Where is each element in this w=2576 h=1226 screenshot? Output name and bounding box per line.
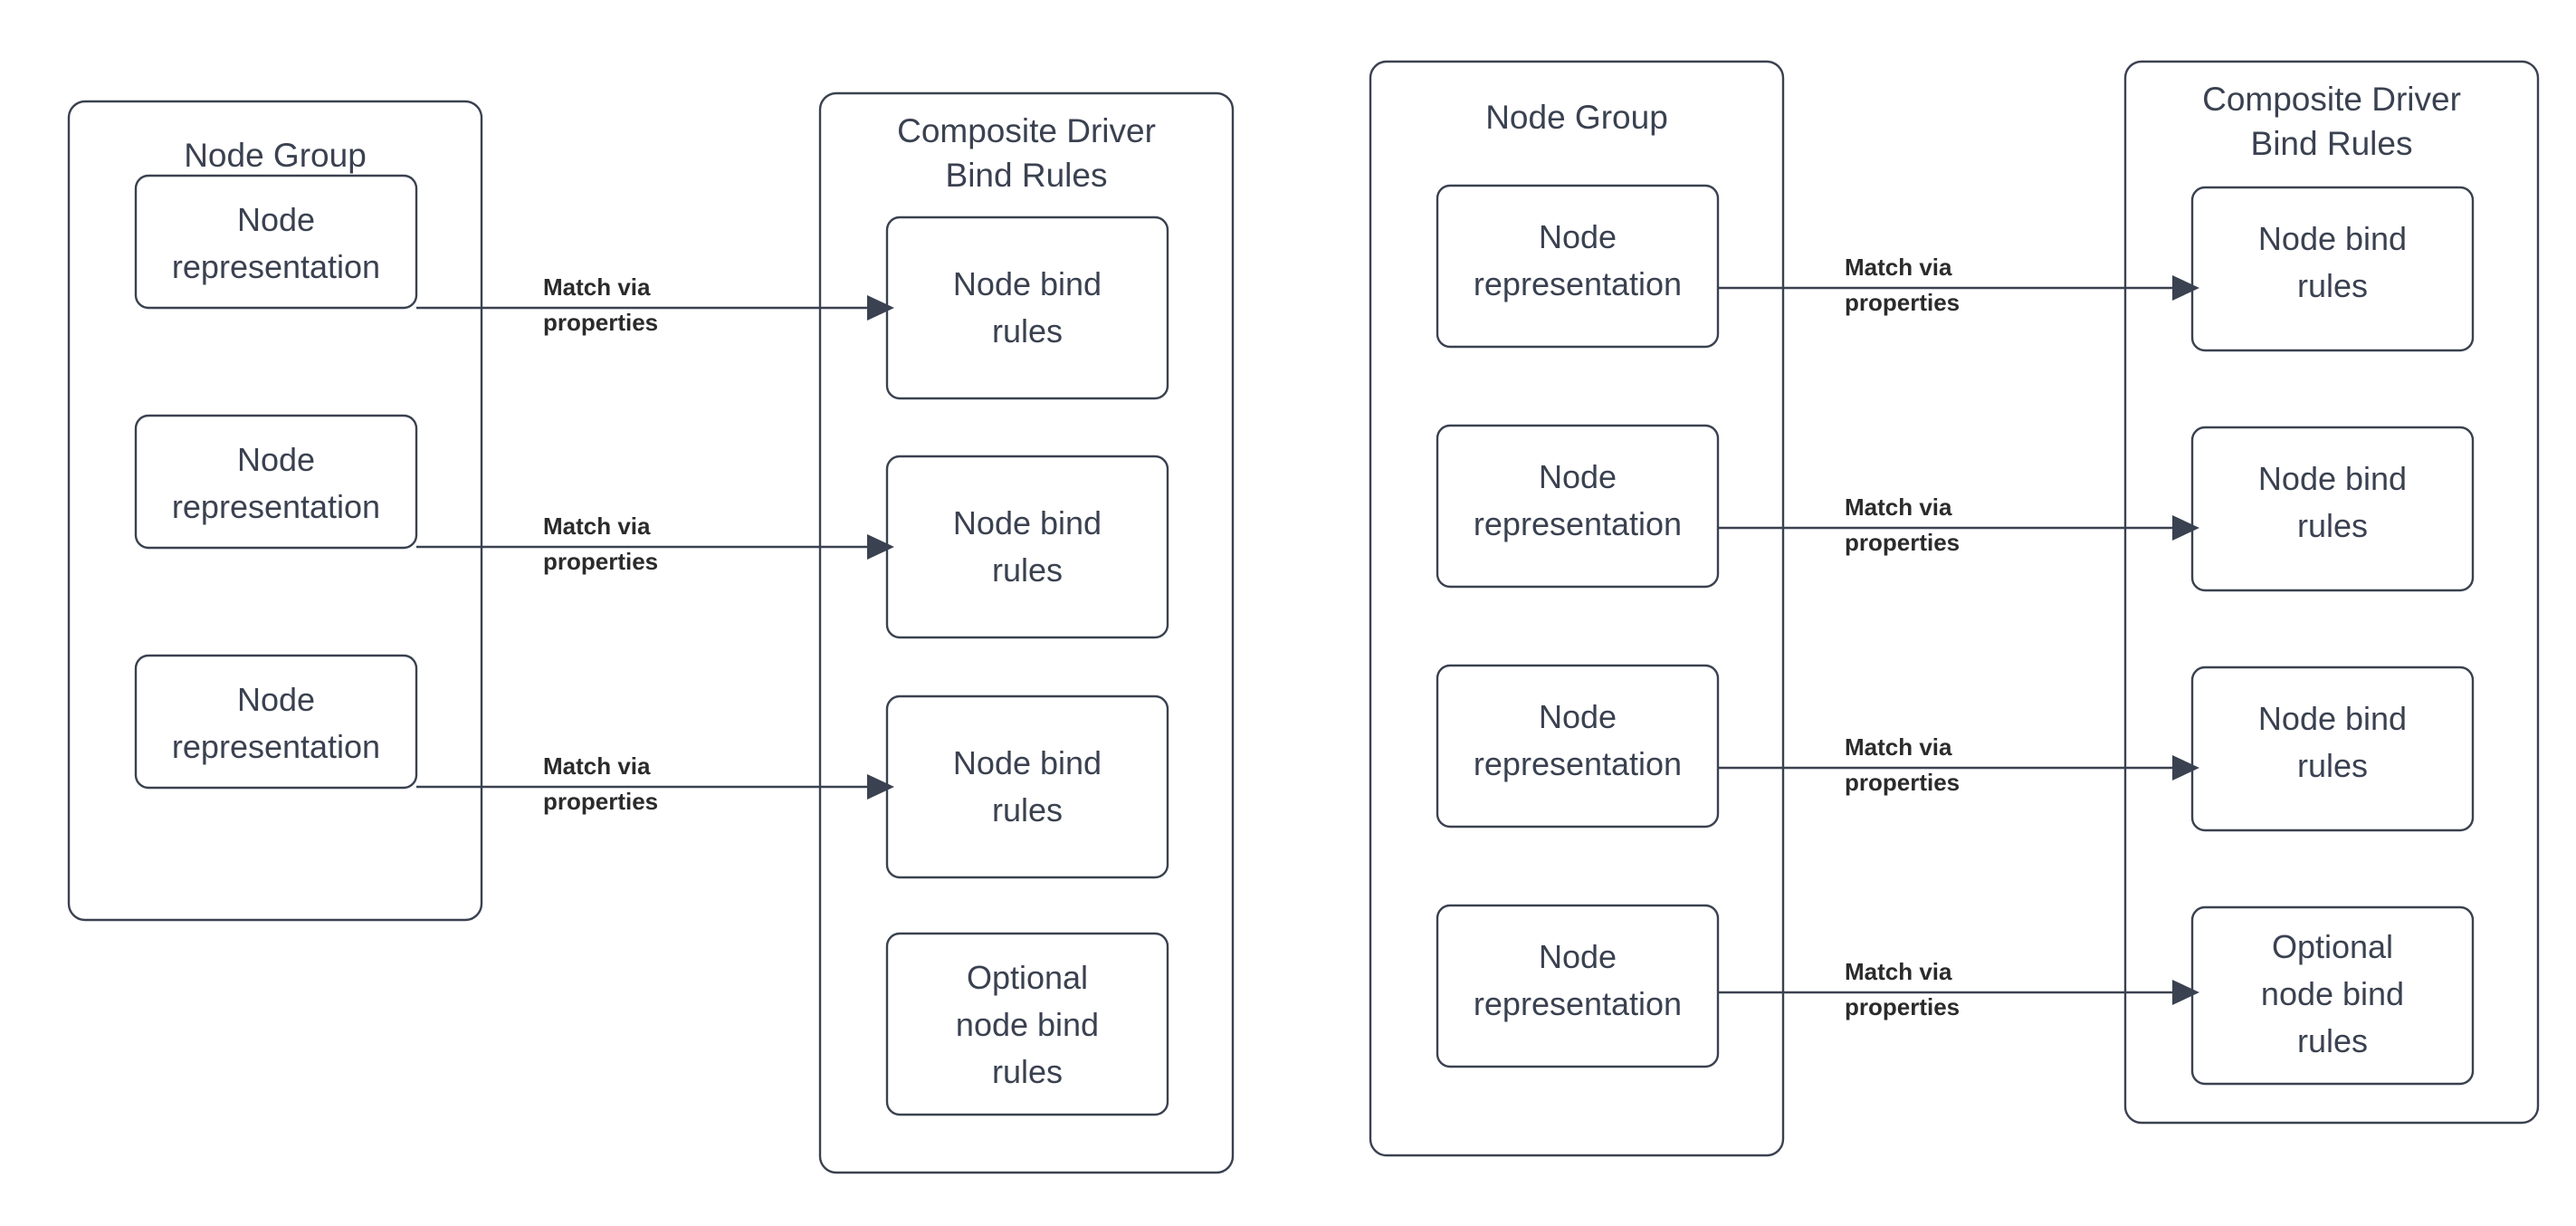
right-node-representation-2-line2: representation bbox=[1474, 505, 1682, 542]
right-node-bind-rules-1-line2: rules bbox=[2297, 267, 2368, 304]
right-edge-3-arrowhead-icon bbox=[2172, 755, 2199, 781]
right-edge-4-label-line2: properties bbox=[1845, 993, 1960, 1020]
right-node-representation-2[interactable]: Node representation bbox=[1436, 424, 1720, 589]
right-node-bind-rules-1-rect[interactable] bbox=[2190, 186, 2475, 352]
right-node-representation-4-line2: representation bbox=[1474, 985, 1682, 1022]
left-edge-3-label-line1: Match via bbox=[543, 752, 651, 780]
left-edge-2-label-line1: Match via bbox=[543, 512, 651, 540]
right-node-bind-rules-1-line1: Node bind bbox=[2258, 220, 2407, 257]
right-optional-node-bind-rules[interactable]: Optional node bind rules bbox=[2190, 905, 2475, 1086]
left-edge-3[interactable]: Match via properties bbox=[416, 752, 894, 815]
left-node-bind-rules-2-rect[interactable] bbox=[885, 455, 1169, 639]
right-node-bind-rules-1[interactable]: Node bind rules bbox=[2190, 186, 2475, 352]
right-optional-node-bind-rules-line1: Optional bbox=[2272, 928, 2393, 965]
left-edge-1[interactable]: Match via properties bbox=[416, 273, 894, 336]
left-edge-1-label-line2: properties bbox=[543, 309, 658, 336]
right-node-bind-rules-2-line2: rules bbox=[2297, 507, 2368, 544]
left-edge-3-label-line2: properties bbox=[543, 788, 658, 815]
right-node-representation-3-line1: Node bbox=[1539, 698, 1617, 735]
right-node-bind-rules-3[interactable]: Node bind rules bbox=[2190, 666, 2475, 832]
right-node-representation-1-rect[interactable] bbox=[1436, 184, 1720, 349]
right-node-representation-4-rect[interactable] bbox=[1436, 904, 1720, 1068]
right-node-bind-rules-3-line1: Node bind bbox=[2258, 700, 2407, 737]
left-node-bind-rules-1-rect[interactable] bbox=[885, 216, 1169, 400]
right-diagram: Node Group Node representation Node repr… bbox=[1369, 60, 2540, 1157]
left-node-representation-3-rect[interactable] bbox=[134, 654, 418, 790]
right-node-bind-rules-3-rect[interactable] bbox=[2190, 666, 2475, 832]
left-diagram: Node Group Node representation Node repr… bbox=[67, 91, 1235, 1174]
right-node-bind-rules-2[interactable]: Node bind rules bbox=[2190, 426, 2475, 592]
left-node-representation-2-rect[interactable] bbox=[134, 414, 418, 550]
left-node-bind-rules-1-line2: rules bbox=[992, 312, 1063, 350]
left-node-representation-3-line2: representation bbox=[172, 728, 380, 765]
right-edge-3-label-line2: properties bbox=[1845, 769, 1960, 796]
left-composite-driver-bind-rules-title-line1: Composite Driver bbox=[897, 112, 1156, 149]
left-optional-node-bind-rules-rect[interactable] bbox=[885, 932, 1169, 1116]
right-edge-2-arrowhead-icon bbox=[2172, 515, 2199, 541]
left-node-representation-2-line1: Node bbox=[237, 441, 315, 478]
left-edge-2[interactable]: Match via properties bbox=[416, 512, 894, 575]
left-node-representation-1-line1: Node bbox=[237, 201, 315, 238]
right-edge-1[interactable]: Match via properties bbox=[1718, 254, 2199, 316]
right-composite-driver-bind-rules-title-line1: Composite Driver bbox=[2202, 81, 2461, 118]
right-node-bind-rules-3-line2: rules bbox=[2297, 747, 2368, 784]
left-edge-1-arrowhead-icon bbox=[867, 295, 894, 321]
right-edge-2-label-line2: properties bbox=[1845, 529, 1960, 556]
left-node-bind-rules-3-line1: Node bind bbox=[953, 744, 1102, 781]
right-edge-3[interactable]: Match via properties bbox=[1718, 733, 2199, 796]
left-composite-driver-bind-rules-title-line2: Bind Rules bbox=[946, 157, 1108, 194]
left-node-bind-rules-3[interactable]: Node bind rules bbox=[885, 694, 1169, 879]
right-node-representation-1-line1: Node bbox=[1539, 218, 1617, 255]
right-node-representation-4[interactable]: Node representation bbox=[1436, 904, 1720, 1068]
right-edge-4[interactable]: Match via properties bbox=[1718, 958, 2199, 1020]
left-edge-2-arrowhead-icon bbox=[867, 534, 894, 560]
left-optional-node-bind-rules-line1: Optional bbox=[967, 959, 1088, 996]
right-edge-2-label-line1: Match via bbox=[1845, 493, 1952, 521]
left-edge-2-label-line2: properties bbox=[543, 548, 658, 575]
right-node-representation-1-line2: representation bbox=[1474, 265, 1682, 302]
left-node-representation-2-line2: representation bbox=[172, 488, 380, 525]
right-node-bind-rules-2-line1: Node bind bbox=[2258, 460, 2407, 497]
left-optional-node-bind-rules-line3: rules bbox=[992, 1053, 1063, 1090]
right-edge-1-arrowhead-icon bbox=[2172, 275, 2199, 301]
left-optional-node-bind-rules-line2: node bind bbox=[956, 1006, 1099, 1043]
left-node-representation-2[interactable]: Node representation bbox=[134, 414, 418, 550]
left-node-bind-rules-2[interactable]: Node bind rules bbox=[885, 455, 1169, 639]
right-optional-node-bind-rules-line2: node bind bbox=[2261, 975, 2404, 1012]
right-edge-4-label-line1: Match via bbox=[1845, 958, 1952, 985]
right-node-representation-4-line1: Node bbox=[1539, 938, 1617, 975]
right-edge-1-label-line1: Match via bbox=[1845, 254, 1952, 281]
right-optional-node-bind-rules-line3: rules bbox=[2297, 1022, 2368, 1059]
left-node-bind-rules-1[interactable]: Node bind rules bbox=[885, 216, 1169, 400]
left-edge-1-label-line1: Match via bbox=[543, 273, 651, 301]
left-node-representation-3-line1: Node bbox=[237, 681, 315, 718]
right-edge-1-label-line2: properties bbox=[1845, 289, 1960, 316]
right-node-group-title: Node Group bbox=[1485, 99, 1668, 136]
left-node-representation-1[interactable]: Node representation bbox=[134, 174, 418, 310]
left-node-representation-1-line2: representation bbox=[172, 248, 380, 285]
left-optional-node-bind-rules[interactable]: Optional node bind rules bbox=[885, 932, 1169, 1116]
left-node-group-title: Node Group bbox=[184, 137, 367, 174]
left-node-representation-1-rect[interactable] bbox=[134, 174, 418, 310]
right-edge-2[interactable]: Match via properties bbox=[1718, 493, 2199, 556]
left-node-bind-rules-2-line1: Node bind bbox=[953, 504, 1102, 541]
right-composite-driver-bind-rules-title-line2: Bind Rules bbox=[2251, 125, 2413, 162]
right-edge-4-arrowhead-icon bbox=[2172, 980, 2199, 1005]
left-node-bind-rules-3-rect[interactable] bbox=[885, 694, 1169, 879]
right-node-representation-1[interactable]: Node representation bbox=[1436, 184, 1720, 349]
left-node-bind-rules-1-line1: Node bind bbox=[953, 265, 1102, 302]
right-edge-3-label-line1: Match via bbox=[1845, 733, 1952, 761]
left-node-representation-3[interactable]: Node representation bbox=[134, 654, 418, 790]
right-node-bind-rules-2-rect[interactable] bbox=[2190, 426, 2475, 592]
right-node-representation-3[interactable]: Node representation bbox=[1436, 664, 1720, 829]
right-node-representation-3-line2: representation bbox=[1474, 745, 1682, 782]
right-node-representation-2-line1: Node bbox=[1539, 458, 1617, 495]
left-node-bind-rules-3-line2: rules bbox=[992, 791, 1063, 829]
right-node-representation-2-rect[interactable] bbox=[1436, 424, 1720, 589]
left-edge-3-arrowhead-icon bbox=[867, 774, 894, 800]
right-node-representation-3-rect[interactable] bbox=[1436, 664, 1720, 829]
left-node-bind-rules-2-line2: rules bbox=[992, 551, 1063, 589]
